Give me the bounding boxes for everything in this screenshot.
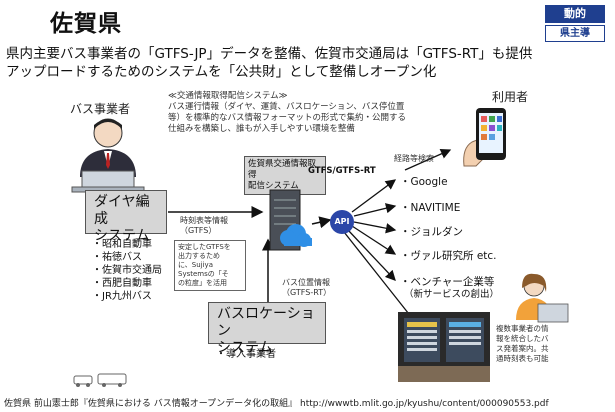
destination-item: ・NAVITIME [400,202,461,214]
route-search-label: 経路等検索 [394,154,434,163]
vehicles-decoration [73,373,127,387]
busloc-system-line-1: バスロケーション [217,306,315,339]
server-label-line-2: 配信システム [248,181,299,191]
operator-item: ・西肥自動車 [92,278,152,289]
operators-list: ・昭和自動車 ・祐徳バス ・佐賀市交通局 ・西肥自動車 ・JR九州バス [92,238,162,303]
sujiya-note: 安定したGTFSを 出力するため に、Sujiya Systemsの「そ の粒度… [174,240,246,291]
system-note-line-3: 仕組みを構築し、誰もが入手しやすい環境を整備 [168,124,355,134]
feed-label: GTFS/GTFS-RT [308,166,376,176]
destination-item: ・Google [400,176,448,188]
badge-dynamic: 動的 [545,5,605,23]
signage-note: 複数事業者の情 報を統合したバ ス発着案内。共 通時刻表も可能 [496,324,549,364]
position-info-label: バス位置情報 （GTFS-RT） [282,278,331,298]
operator-item: ・昭和自動車 [92,239,152,250]
signage-photo [398,312,490,382]
users-label: 利用者 [492,90,529,104]
signage-note-line: ス発着案内。共 [496,344,549,353]
operator-item: ・佐賀市交通局 [92,265,162,276]
api-node: API [330,210,354,234]
destination-item: ・ベンチャー企業等 [400,276,495,288]
timetable-info-line-2: （GTFS） [180,226,217,235]
badge-prefecture-led: 県主導 [545,25,605,42]
destination-item: ・ジョルダン [400,226,463,238]
diagram: バス事業者 ≪交通情報取得配信システム≫ バス運行情報（ダイヤ、運賃、バスロケー… [0,80,615,390]
schedule-system-line-2: システム [94,228,150,244]
signage-note-line: 複数事業者の情 [496,324,549,333]
system-note-line-1: バス運行情報（ダイヤ、運賃、バスロケーション、バス停位置 [168,102,405,112]
operator-item: ・祐徳バス [92,252,142,263]
sujiya-note-line: Systemsの「そ [178,270,229,278]
smartphone-icon [463,108,506,167]
schedule-system-line-1: ダイヤ編成 [94,194,150,227]
timetable-info-label: 時刻表等情報 （GTFS） [180,216,228,236]
lead-line-2: アップロードするためのシステムを「公共財」として整備しオープン化 [6,64,437,80]
schedule-system-box: ダイヤ編成 システム [85,190,167,244]
timetable-info-line-1: 時刻表等情報 [180,216,228,225]
system-note-title: ≪交通情報取得配信システム≫ [168,91,288,101]
server-icon [269,189,312,251]
position-info-line-1: バス位置情報 [282,278,330,287]
sujiya-note-line: 出力するため [178,252,220,260]
busloc-system-line-2: システム [217,340,273,356]
position-info-line-2: （GTFS-RT） [282,288,332,297]
sujiya-note-line: に、Sujiya [178,261,213,269]
busloc-system-box: バスロケーション システム [208,302,326,356]
operator-person-icon [71,118,145,193]
system-note-line-2: 等）を標準的なバス情報フォーマットの形式で集約・公開する [168,113,407,123]
system-note: ≪交通情報取得配信システム≫ バス運行情報（ダイヤ、運賃、バスロケーション、バス… [168,91,406,135]
signage-note-line: 通時刻表も可能 [496,354,549,363]
operators-label: バス事業者 [70,102,131,116]
footer-citation: 佐賀県 前山憲士郎『佐賀県における バス情報オープンデータ化の取組』 http:… [4,399,549,409]
page-title: 佐賀県 [50,11,122,37]
venture-person-icon [516,273,569,323]
cloud-icon [286,228,287,229]
busloc-adopters: ・導入事業者 [216,349,276,360]
sujiya-note-line: 安定したGTFSを [178,243,231,251]
operator-item: ・JR九州バス [92,291,152,302]
destination-item: （新サービスの創出） [404,289,500,300]
lead-line-1: 県内主要バス事業者の「GTFS-JP」データを整備、佐賀市交通局は「GTFS-R… [6,46,533,62]
signage-note-line: 報を統合したバ [496,334,549,343]
server-label-line-1: 佐賀県交通情報取得 [248,159,317,180]
destination-item: ・ヴァル研究所 etc. [400,250,497,262]
sujiya-note-line: の粒度」を活用 [178,279,227,287]
